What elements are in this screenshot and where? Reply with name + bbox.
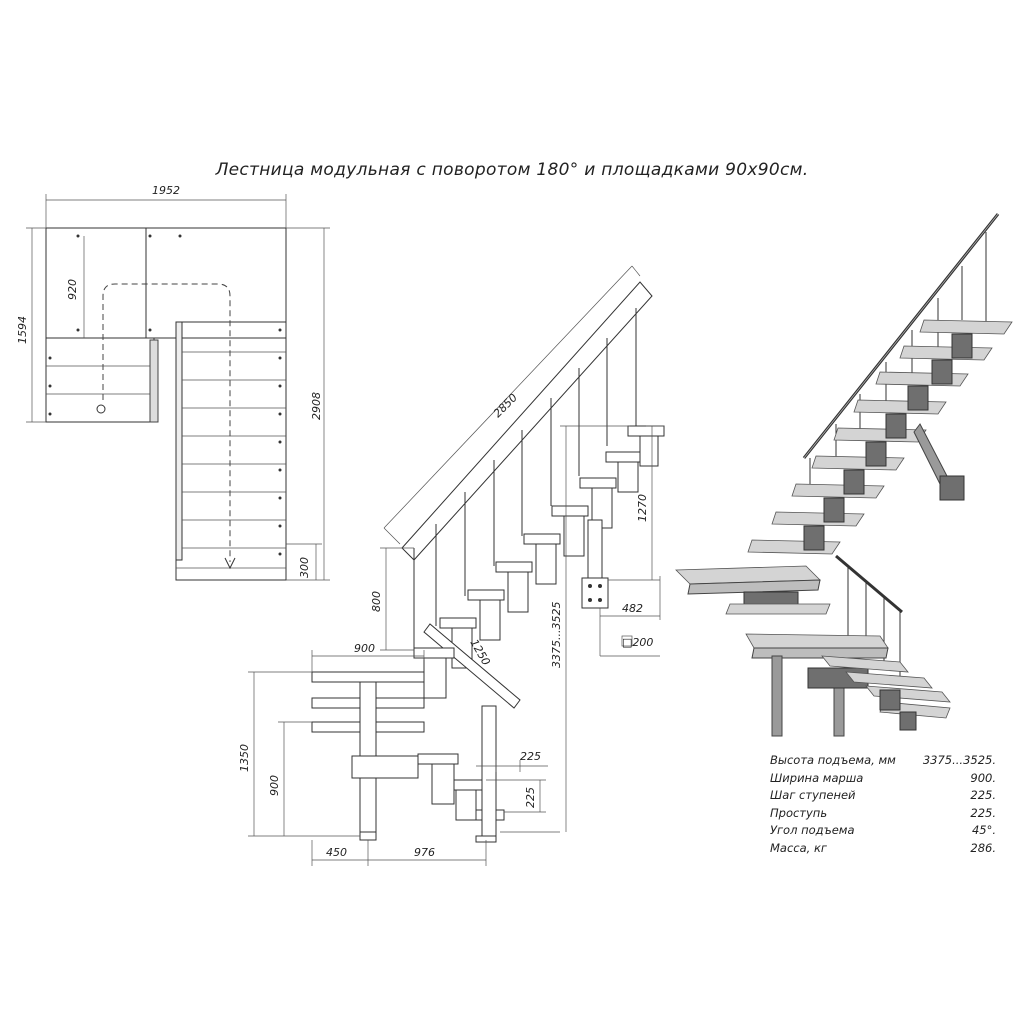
spec-value: 3375...3525. bbox=[922, 753, 996, 767]
spec-value: 45°. bbox=[971, 823, 996, 838]
dim-post-section: □200 bbox=[622, 636, 653, 649]
side-view bbox=[248, 265, 665, 866]
spec-label: Высота подъема, мм bbox=[770, 753, 896, 767]
dim-rail-height: 800 bbox=[370, 591, 383, 612]
dim-rail-length: 2850 bbox=[491, 391, 520, 420]
spec-row-step: Шаг ступеней 225. bbox=[770, 787, 996, 805]
drawing-title: Лестница модульная с поворотом 180° и пл… bbox=[215, 160, 809, 180]
dim-going: 225 bbox=[520, 750, 541, 763]
spec-value: 900. bbox=[970, 770, 996, 785]
dim-width: 1952 bbox=[152, 184, 180, 197]
spec-label: Проступь bbox=[770, 805, 828, 820]
dim-base-450: 450 bbox=[326, 846, 347, 859]
spec-value: 225. bbox=[970, 788, 996, 803]
spec-row-angle: Угол подъема 45°. bbox=[770, 822, 996, 840]
spec-row-going: Проступь 225. bbox=[770, 805, 996, 823]
dim-landing-width: 900 bbox=[354, 642, 375, 655]
spec-label: Угол подъема bbox=[770, 823, 855, 838]
spec-row-width: Ширина марша 900. bbox=[770, 770, 996, 788]
specs-table: Высота подъема, мм 3375...3525. Ширина м… bbox=[770, 752, 996, 858]
dim-height-left: 1594 bbox=[16, 316, 29, 344]
plan-view bbox=[26, 194, 330, 581]
dim-landing-depth: 920 bbox=[66, 279, 79, 300]
spec-row-height: Высота подъема, мм 3375...3525. bbox=[770, 752, 996, 770]
dim-height-right: 2908 bbox=[310, 392, 323, 420]
spec-label: Ширина марша bbox=[770, 770, 864, 785]
dim-platform-900: 900 bbox=[268, 775, 281, 796]
spec-value: 225. bbox=[970, 805, 996, 820]
dim-last-step: 300 bbox=[298, 557, 311, 578]
dim-offset-482: 482 bbox=[622, 602, 643, 615]
dim-total-height: 3375...3525 bbox=[550, 602, 563, 668]
dim-post-height: 1270 bbox=[636, 494, 649, 522]
isometric-view bbox=[675, 213, 1013, 737]
dim-rise: 225 bbox=[524, 787, 537, 808]
spec-label: Шаг ступеней bbox=[770, 788, 856, 803]
dim-landing-height: 1350 bbox=[238, 744, 251, 772]
spec-label: Масса, кг bbox=[770, 840, 827, 855]
spec-row-mass: Масса, кг 286. bbox=[770, 840, 996, 858]
spec-value: 286. bbox=[970, 840, 996, 855]
dim-base-976: 976 bbox=[414, 846, 435, 859]
